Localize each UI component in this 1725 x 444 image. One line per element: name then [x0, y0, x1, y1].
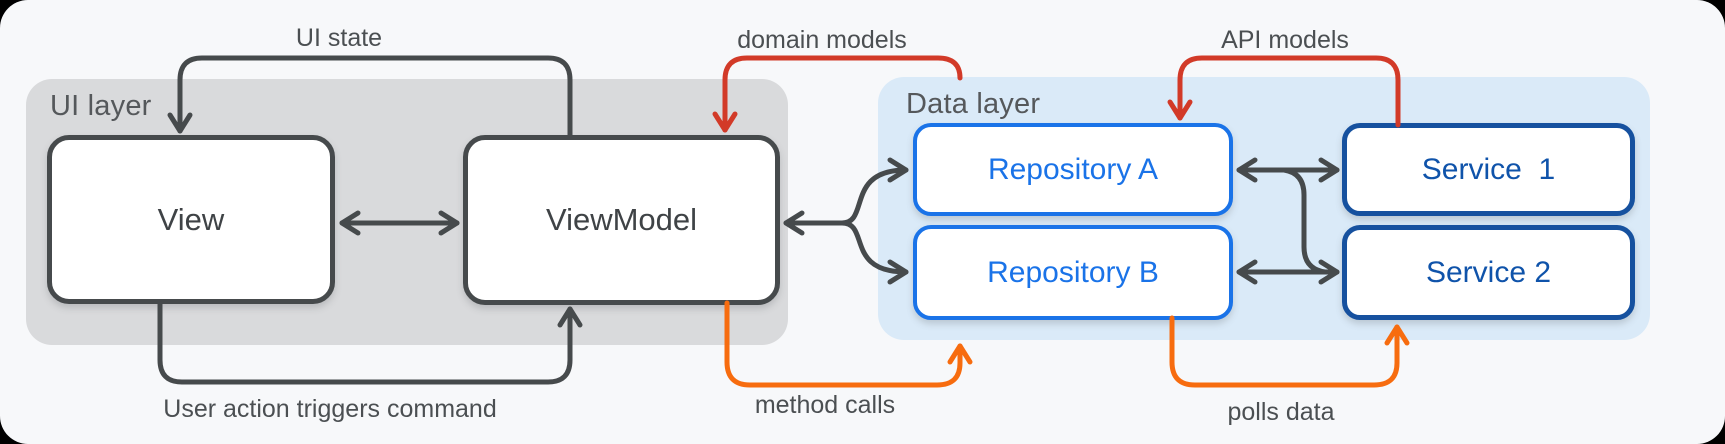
- node-repository-b: Repository B: [913, 225, 1233, 320]
- node-service-2: Service 2: [1342, 225, 1635, 320]
- node-service-1: Service 1: [1342, 123, 1635, 216]
- edge-label-polls-data: polls data: [1227, 398, 1335, 426]
- edge-label-method-calls: method calls: [754, 391, 896, 419]
- node-view-label: View: [157, 201, 225, 237]
- node-repository-a: Repository A: [913, 123, 1233, 216]
- edge-label-ui-state: UI state: [295, 24, 383, 52]
- data-layer-title: Data layer: [906, 88, 1041, 120]
- node-viewmodel: ViewModel: [463, 135, 780, 305]
- edge-label-user-action: User action triggers command: [163, 395, 497, 423]
- node-view: View: [47, 135, 335, 304]
- node-service-2-label: Service 2: [1425, 255, 1552, 289]
- ui-layer-title: UI layer: [50, 90, 152, 122]
- edge-label-api-models: API models: [1221, 26, 1349, 54]
- node-repository-b-label: Repository B: [987, 255, 1159, 289]
- node-viewmodel-label: ViewModel: [545, 202, 698, 237]
- node-repository-a-label: Repository A: [987, 152, 1159, 186]
- edge-label-domain-models: domain models: [737, 26, 907, 54]
- node-service-1-label: Service 1: [1421, 152, 1556, 186]
